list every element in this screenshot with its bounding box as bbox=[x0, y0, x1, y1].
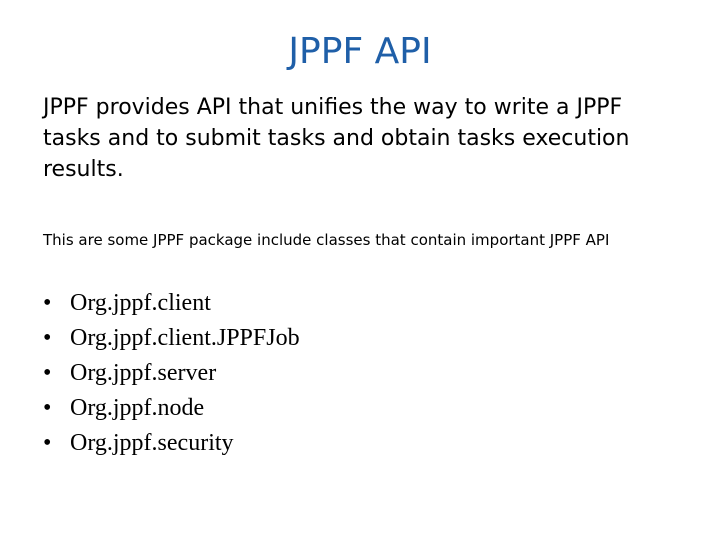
package-list: • Org.jppf.client • Org.jppf.client.JPPF… bbox=[43, 286, 300, 461]
list-item: • Org.jppf.security bbox=[43, 426, 300, 461]
bullet-icon: • bbox=[43, 290, 52, 316]
package-name: Org.jppf.client bbox=[70, 290, 211, 316]
list-item: • Org.jppf.client bbox=[43, 286, 300, 321]
bullet-icon: • bbox=[43, 395, 52, 421]
list-item: • Org.jppf.node bbox=[43, 391, 300, 426]
package-note: This are some JPPF package include class… bbox=[43, 231, 610, 249]
package-name: Org.jppf.client.JPPFJob bbox=[70, 325, 300, 351]
list-item: • Org.jppf.server bbox=[43, 356, 300, 391]
bullet-icon: • bbox=[43, 430, 52, 456]
package-name: Org.jppf.server bbox=[70, 360, 217, 386]
slide-title: JPPF API bbox=[288, 31, 432, 72]
bullet-icon: • bbox=[43, 360, 52, 386]
package-name: Org.jppf.node bbox=[70, 395, 205, 421]
list-item: • Org.jppf.client.JPPFJob bbox=[43, 321, 300, 356]
bullet-icon: • bbox=[43, 325, 52, 351]
package-name: Org.jppf.security bbox=[70, 430, 234, 456]
intro-paragraph: JPPF provides API that unifies the way t… bbox=[43, 95, 630, 182]
